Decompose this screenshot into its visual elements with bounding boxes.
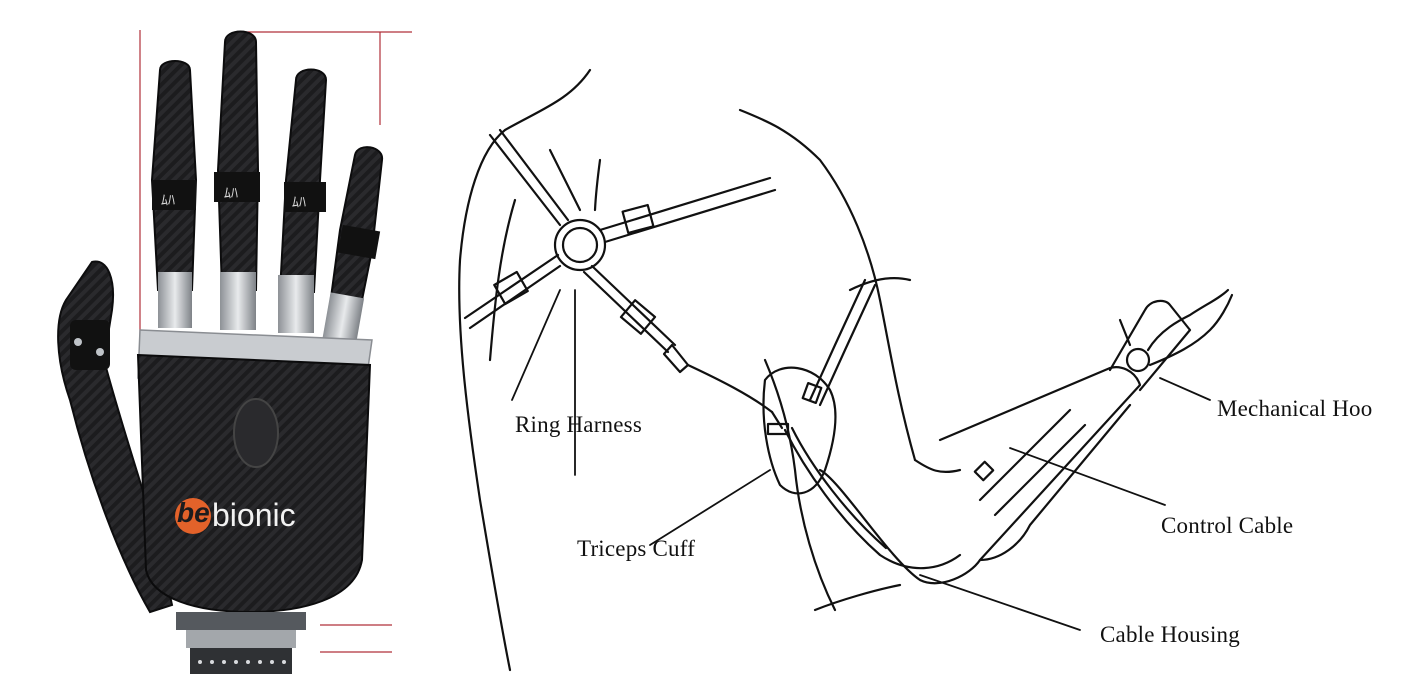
- label-ring-harness: Ring Harness: [515, 412, 642, 438]
- body-outline: [459, 70, 960, 670]
- triceps-cuff: [763, 280, 875, 493]
- wrist-connector: [176, 612, 306, 674]
- prosthetic-hand-illustration: ﾑﾊ ﾑﾊ ﾑﾊ: [0, 0, 420, 674]
- prosthesis-harness-diagram: Ring Harness Triceps Cuff Mechanical Hoo…: [420, 0, 1410, 674]
- label-control-cable: Control Cable: [1161, 513, 1293, 539]
- label-cable-housing: Cable Housing: [1100, 622, 1240, 648]
- logo-mark: be: [177, 497, 210, 529]
- svg-text:ﾑﾊ: ﾑﾊ: [161, 193, 175, 209]
- palm-shell: [138, 355, 370, 612]
- palm-button: [234, 399, 278, 467]
- mechanical-hook: [1120, 290, 1232, 371]
- logo-word: bionic: [212, 497, 296, 534]
- label-mechanical-hook: Mechanical Hoo: [1217, 396, 1372, 422]
- label-triceps-cuff: Triceps Cuff: [577, 536, 695, 562]
- harness-line-drawing: [420, 0, 1410, 674]
- bebionic-hand-image: ﾑﾊ ﾑﾊ ﾑﾊ: [0, 0, 420, 674]
- svg-text:ﾑﾊ: ﾑﾊ: [292, 195, 306, 211]
- leader-lines: [512, 290, 1210, 630]
- fingers: ﾑﾊ ﾑﾊ ﾑﾊ: [152, 32, 382, 348]
- ring-harness: [465, 130, 775, 412]
- svg-text:ﾑﾊ: ﾑﾊ: [224, 186, 238, 202]
